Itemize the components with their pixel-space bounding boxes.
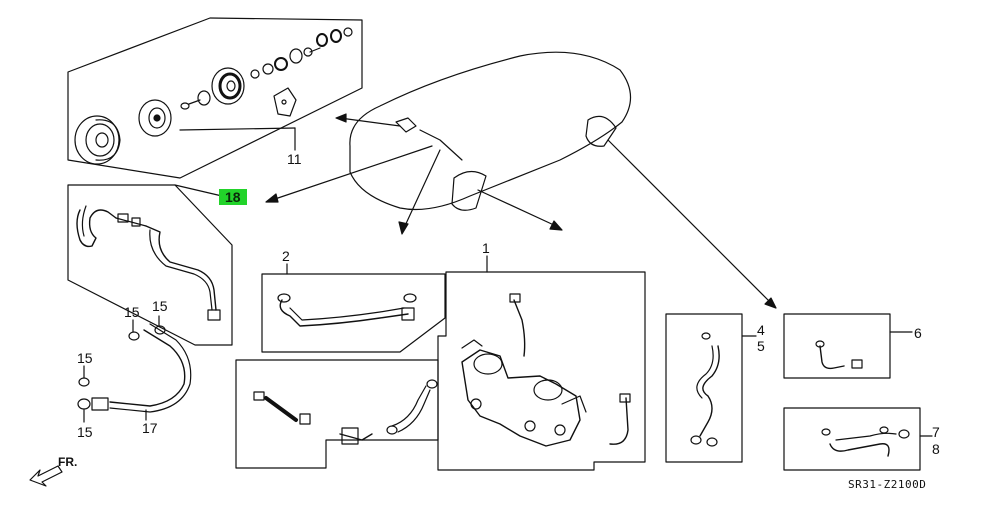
callout-6: 6 bbox=[914, 325, 922, 341]
front-direction-arrow bbox=[29, 465, 63, 487]
callout-15-b: 15 bbox=[152, 298, 168, 314]
leader-arrows bbox=[265, 113, 777, 309]
callout-2: 2 bbox=[282, 248, 290, 264]
front-direction-label: FR. bbox=[58, 455, 78, 469]
clutch-plate-part bbox=[138, 99, 172, 137]
vehicle-outline bbox=[349, 51, 632, 211]
hose-4-part bbox=[699, 345, 720, 437]
group-4-5-outline bbox=[665, 313, 743, 463]
group-7-8-outline bbox=[783, 407, 921, 471]
modulator-unit-part bbox=[461, 349, 581, 447]
callout-17: 17 bbox=[142, 420, 158, 436]
pulley-part bbox=[74, 115, 120, 165]
drawing-code: SR31-Z2100D bbox=[848, 478, 927, 491]
hose-6-part bbox=[819, 345, 845, 370]
group-1-outline bbox=[437, 271, 646, 471]
group-11-bracket bbox=[179, 127, 296, 131]
group-18-outline bbox=[67, 184, 233, 346]
group-11-outline bbox=[67, 17, 363, 179]
hose-2-part bbox=[279, 299, 409, 327]
callout-5: 5 bbox=[757, 338, 765, 354]
hose-18-part bbox=[76, 209, 117, 248]
callout-1: 1 bbox=[482, 240, 490, 256]
group-6-outline bbox=[783, 313, 891, 379]
hose-1b-part bbox=[609, 397, 629, 445]
rotor-part bbox=[211, 67, 245, 105]
hose-17-part bbox=[109, 329, 186, 407]
bracket-part bbox=[273, 87, 297, 117]
hose-7-part bbox=[829, 443, 890, 457]
callout-15-a: 15 bbox=[124, 304, 140, 320]
group-2-outline bbox=[261, 273, 446, 353]
callout-18-highlighted: 18 bbox=[219, 189, 247, 205]
fittings-box-outline bbox=[235, 359, 439, 469]
hose-1a-part bbox=[513, 299, 526, 357]
callout-15-d: 15 bbox=[77, 424, 93, 440]
group-18-leader bbox=[174, 184, 223, 197]
callout-8: 8 bbox=[932, 441, 940, 457]
callout-11: 11 bbox=[287, 151, 302, 167]
callout-15-c: 15 bbox=[77, 350, 93, 366]
callout-7: 7 bbox=[932, 424, 940, 440]
callout-4: 4 bbox=[757, 322, 765, 338]
